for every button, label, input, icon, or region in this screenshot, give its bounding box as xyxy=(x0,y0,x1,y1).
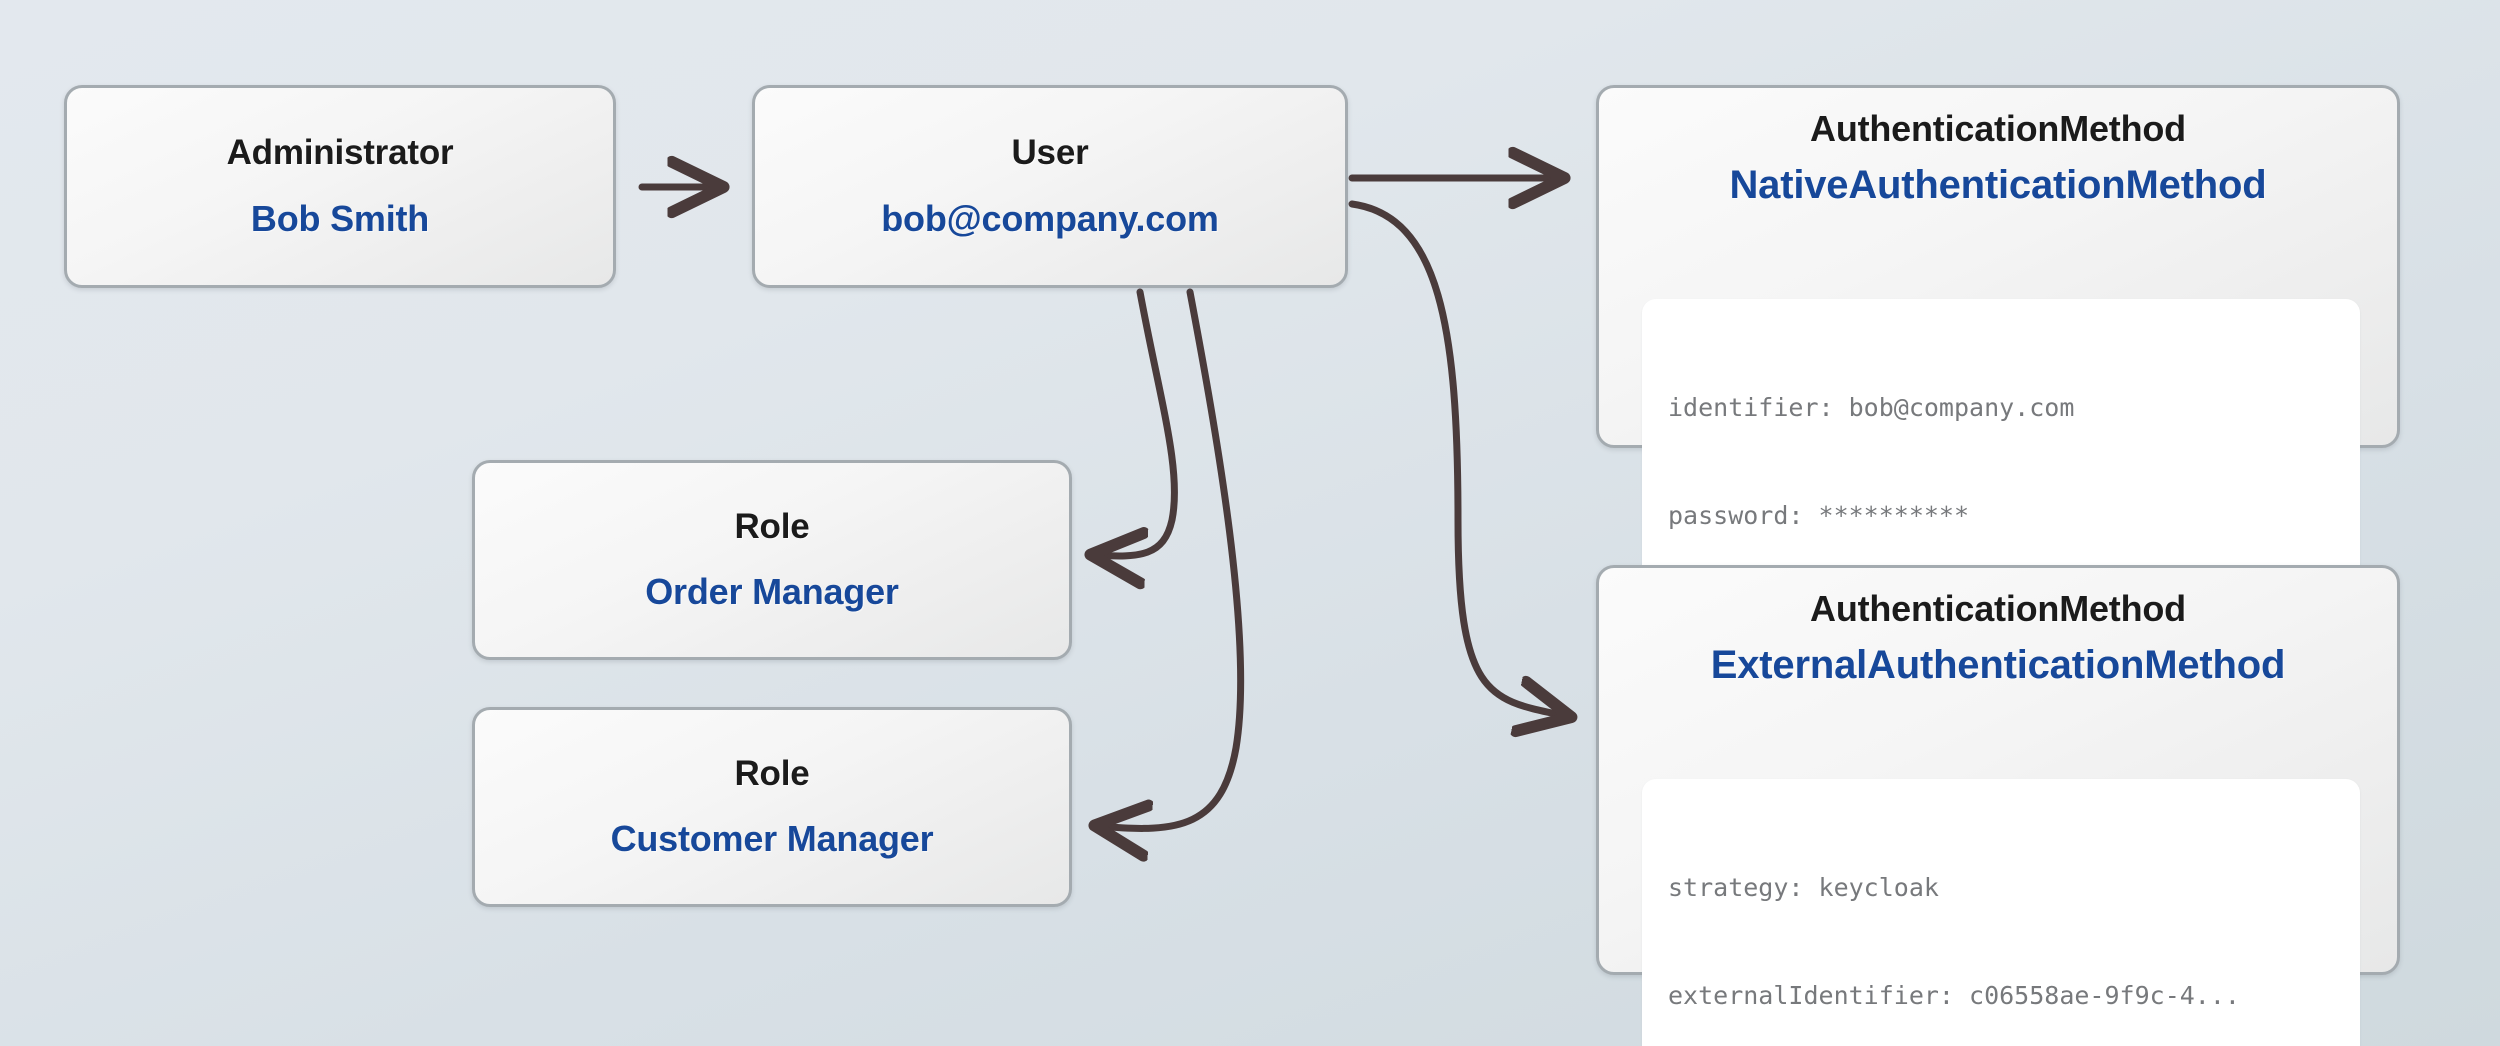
node-name-label: bob@company.com xyxy=(881,197,1219,239)
node-native-auth[interactable]: AuthenticationMethod NativeAuthenticatio… xyxy=(1596,85,2400,625)
node-name-label: Bob Smith xyxy=(250,197,430,239)
attribute-row: identifier: bob@company.com xyxy=(1668,392,2075,422)
node-user[interactable]: User bob@company.com xyxy=(752,85,1348,288)
node-administrator[interactable]: Administrator Bob Smith xyxy=(64,85,616,288)
attribute-row: externalIdentifier: c06558ae-9f9c-4... xyxy=(1668,981,2240,1011)
node-type-label: Administrator xyxy=(226,133,454,173)
node-type-label: Role xyxy=(734,753,810,793)
node-type-label: AuthenticationMethod xyxy=(1810,588,2186,629)
attribute-row: password: ********** xyxy=(1668,501,1970,531)
node-role-customer-manager[interactable]: Role Customer Manager xyxy=(472,707,1072,907)
node-name-label: Customer Manager xyxy=(610,818,934,860)
node-name-label: NativeAuthenticationMethod xyxy=(1729,162,2267,207)
attribute-panel: strategy: keycloak externalIdentifier: c… xyxy=(1642,779,2360,1046)
node-name-label: Order Manager xyxy=(645,571,899,613)
node-type-label: Role xyxy=(734,506,810,546)
edge-user-to-role-order-manager xyxy=(1096,288,1178,556)
node-name-label: ExternalAuthenticationMethod xyxy=(1710,642,2286,687)
node-role-order-manager[interactable]: Role Order Manager xyxy=(472,460,1072,660)
edge-user-to-role-customer-manager xyxy=(1100,288,1245,828)
attribute-row: strategy: keycloak xyxy=(1668,872,1939,902)
edge-user-to-external-auth xyxy=(1348,200,1566,716)
node-type-label: User xyxy=(1011,133,1089,173)
node-external-auth[interactable]: AuthenticationMethod ExternalAuthenticat… xyxy=(1596,565,2400,1046)
node-type-label: AuthenticationMethod xyxy=(1810,108,2186,149)
